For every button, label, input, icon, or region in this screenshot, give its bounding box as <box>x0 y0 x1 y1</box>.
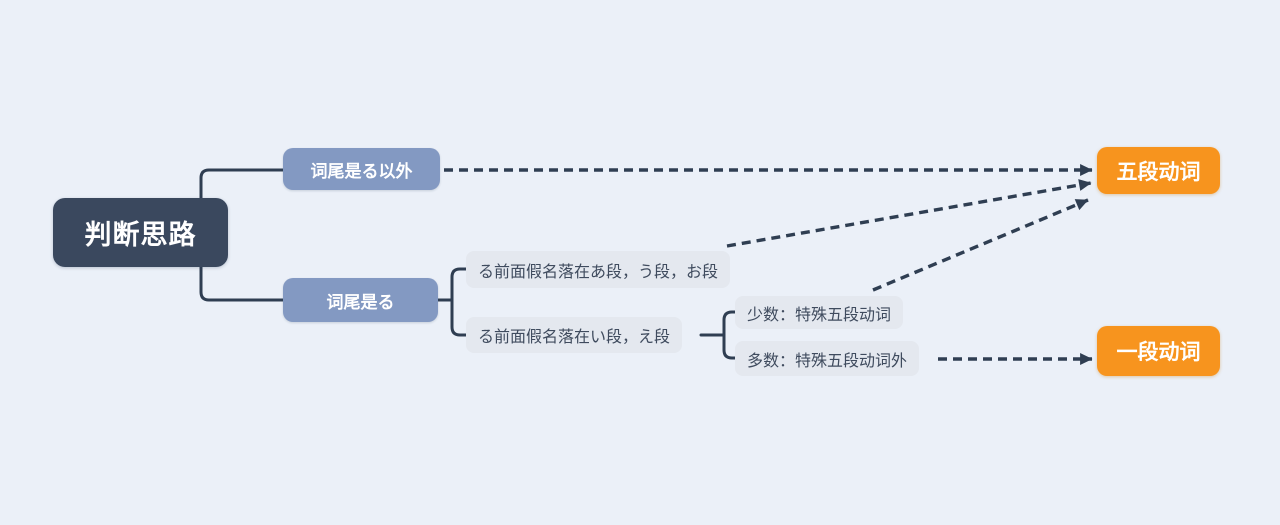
edge-branch-ru-to-kana-auo <box>450 267 468 302</box>
arrow-minority-to-godan <box>872 198 1089 292</box>
branch-node-tail-ru[interactable]: 词尾是る <box>283 278 438 322</box>
result-node-ichidan-verb[interactable]: 一段动词 <box>1097 326 1220 376</box>
arrow-kana-auo-to-godan <box>726 179 1092 248</box>
edge-root-to-branch-ru <box>199 265 285 302</box>
edge-kana-ie-to-majority <box>722 333 737 360</box>
edge-root-to-branch-not-ru <box>199 168 285 200</box>
leaf-node-majority-non-special-godan[interactable]: 多数：特殊五段动词外 <box>735 341 920 376</box>
leaf-node-kana-a-u-o[interactable]: る前面假名落在あ段，う段，お段 <box>466 251 731 288</box>
leaf-node-minority-special-godan[interactable]: 少数：特殊五段动词 <box>735 296 904 329</box>
root-node-judgment-approach[interactable]: 判断思路 <box>53 198 228 267</box>
leaf-node-kana-i-e[interactable]: る前面假名落在い段，え段 <box>466 317 683 353</box>
edge-branch-ru-to-kana-ie <box>450 298 468 337</box>
edge-kana-ie-to-minority <box>722 310 737 337</box>
branch-node-tail-not-ru[interactable]: 词尾是る以外 <box>283 148 440 190</box>
result-node-godan-verb[interactable]: 五段动词 <box>1097 147 1220 194</box>
